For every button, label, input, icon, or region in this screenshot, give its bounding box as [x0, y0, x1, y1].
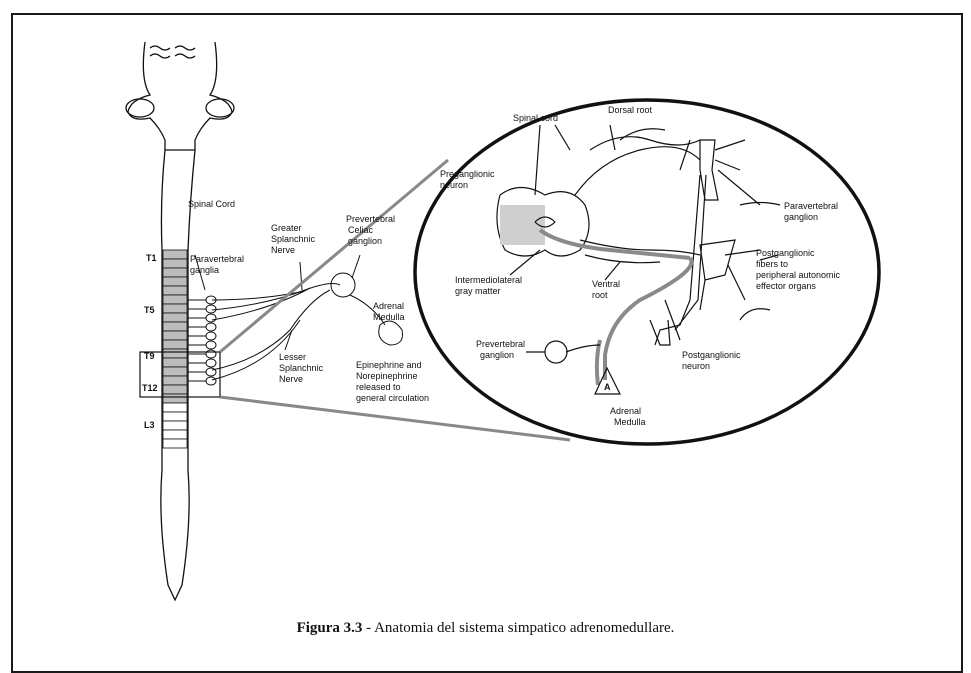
spinal-segment — [163, 421, 187, 430]
spinal-segment — [163, 259, 187, 268]
spinal-cord-label: Spinal Cord — [188, 199, 235, 209]
adrenal-medulla-left-label: Adrenal Medulla — [373, 301, 407, 322]
spinal-segment — [163, 313, 187, 322]
triangle-letter: A — [604, 382, 611, 392]
spinal-segment — [163, 277, 187, 286]
lesser-splanchnic-label: Lesser Splanchnic Nerve — [279, 352, 326, 384]
cerebellum-right — [206, 99, 234, 117]
spinal-segment — [163, 403, 187, 412]
figure-caption: Figura 3.3 - Anatomia del sistema simpat… — [0, 620, 971, 637]
spinal-segment — [163, 394, 187, 403]
spinal-segments — [163, 250, 187, 448]
spinal-segment — [163, 376, 187, 385]
spinal-segment — [163, 250, 187, 259]
paravertebral-ganglion-node — [206, 305, 216, 313]
t9-label: T9 — [144, 351, 155, 361]
spinal-segment — [163, 340, 187, 349]
spinal-segment — [163, 304, 187, 313]
spinal-segment — [163, 349, 187, 358]
spinal-segment — [163, 331, 187, 340]
spinal-segment — [163, 268, 187, 277]
paravertebral-ganglion-node — [206, 314, 216, 322]
dorsal-root-label: Dorsal root — [608, 105, 653, 115]
paravertebral-ganglion-node — [206, 323, 216, 331]
adrenal-medulla-circle-label: Adrenal Medulla — [610, 406, 646, 427]
greater-splanchnic-label: Greater Splanchnic Nerve — [271, 223, 318, 255]
t12-label: T12 — [142, 383, 158, 393]
spinal-segment — [163, 322, 187, 331]
t1-label: T1 — [146, 253, 157, 263]
adrenal-medulla-shape — [379, 321, 403, 345]
cerebellum-left — [126, 99, 154, 117]
prevertebral-celiac-label: Prevertebral Celiac ganglion — [346, 214, 398, 246]
spinal-segment — [163, 367, 187, 376]
lesser-splanchnic-nerve — [212, 290, 330, 370]
paravertebral-ganglion-node — [206, 350, 216, 358]
spinal-segment — [163, 412, 187, 421]
greater-splanchnic-nerve — [212, 284, 340, 300]
paravertebral-ganglia-label: Paravertebral ganglia — [190, 254, 247, 275]
paravertebral-ganglion-node — [206, 359, 216, 367]
caption-label: Figura 3.3 — [297, 620, 363, 636]
spinal-segment — [163, 358, 187, 367]
epinephrine-label: Epinephrine and Norepinephrine released … — [356, 360, 429, 403]
spinal-segment — [163, 295, 187, 304]
celiac-ganglion — [331, 273, 355, 297]
paravertebral-ganglion-node — [206, 332, 216, 340]
l3-label: L3 — [144, 420, 155, 430]
t5-label: T5 — [144, 305, 155, 315]
caption-text: - Anatomia del sistema simpatico adrenom… — [362, 620, 674, 636]
spinal-segment — [163, 286, 187, 295]
paravertebral-ganglia-chain — [188, 296, 216, 385]
brain-outline — [128, 42, 232, 150]
brain-folds — [150, 46, 195, 58]
spinal-segment — [163, 430, 187, 439]
spinal-segment — [163, 385, 187, 394]
paravertebral-ganglion-node — [206, 341, 216, 349]
spinal-segment — [163, 439, 187, 448]
cord-spinal-cord-label: Spinal cord — [513, 113, 558, 123]
paravertebral-ganglion-node — [206, 377, 216, 385]
zoom-connector-top — [220, 160, 448, 352]
sympathetic-adrenomedullary-diagram: Spinal Cord T1 T5 T9 T12 L3 Paravertebra… — [0, 0, 971, 652]
